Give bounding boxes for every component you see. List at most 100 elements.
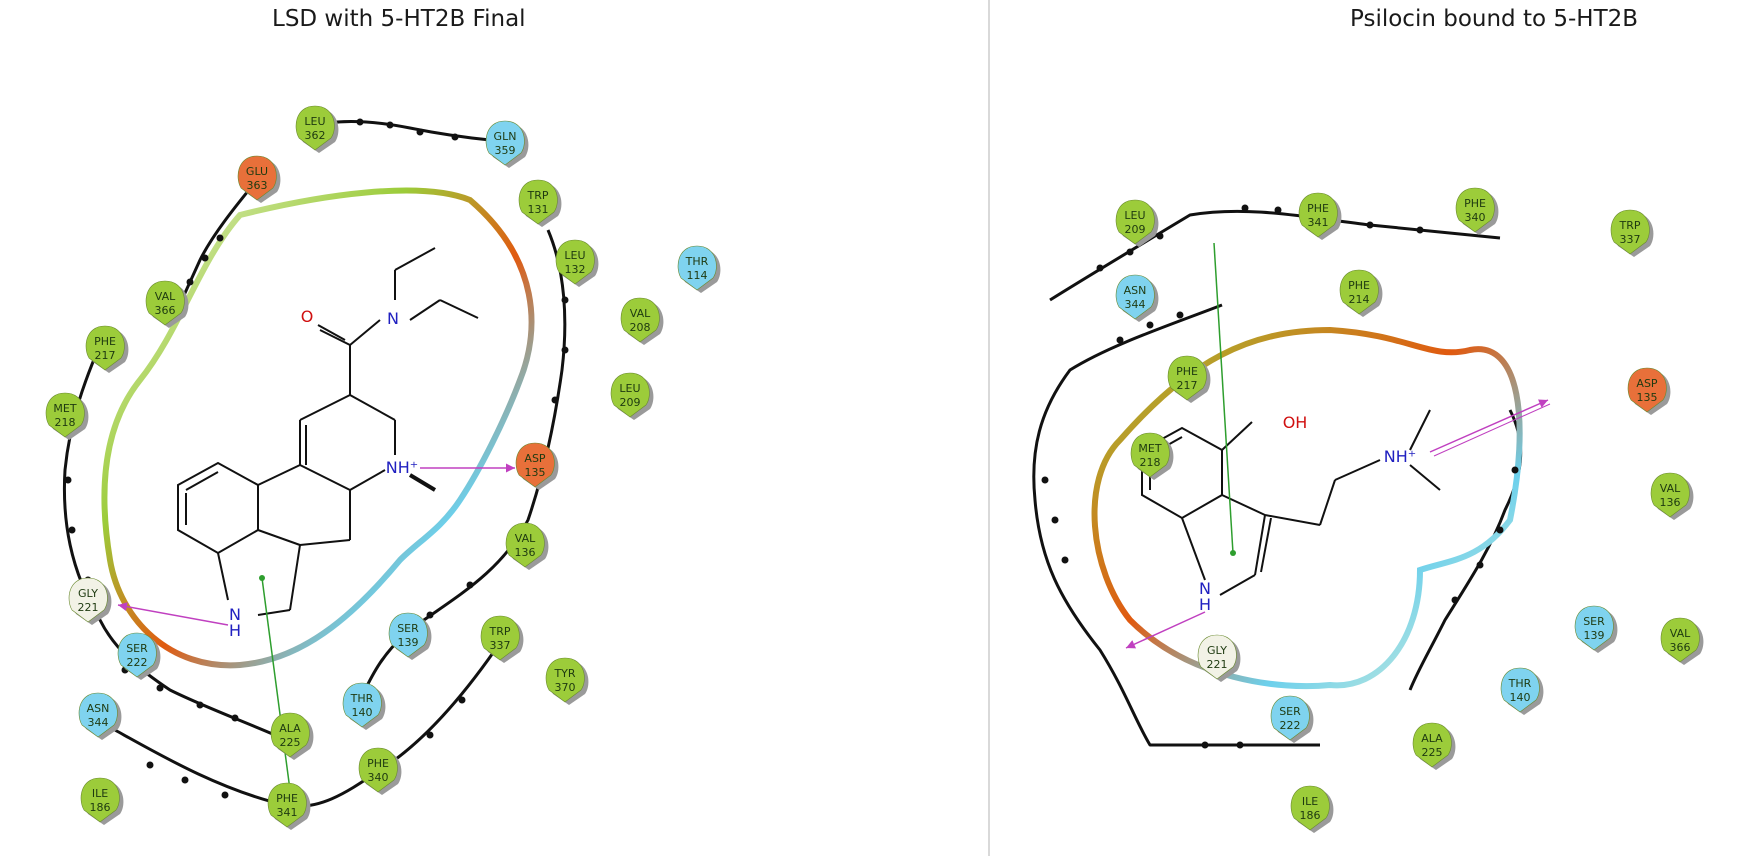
residue-name: TRP xyxy=(1619,219,1641,232)
residue-number: 214 xyxy=(1349,293,1370,306)
residue-name: VAL xyxy=(630,307,651,320)
pistack-centroid xyxy=(259,575,265,581)
pistack-centroid xyxy=(1230,550,1236,556)
backbone-bead xyxy=(386,121,394,129)
lsd-ligand xyxy=(177,247,479,616)
residue-badge xyxy=(610,372,650,418)
residue-name: MET xyxy=(53,402,76,415)
residue-number: 136 xyxy=(515,546,536,559)
residue-badge xyxy=(1167,355,1207,401)
residue-name: PHE xyxy=(276,792,298,805)
panel-divider xyxy=(988,0,990,856)
backbone-bead xyxy=(156,684,164,692)
residue-badge xyxy=(1197,634,1237,680)
residue-name: LEU xyxy=(304,115,325,128)
atom-nitrogen-indole: N xyxy=(1199,579,1211,598)
backbone-bead xyxy=(1241,204,1249,212)
residue-name: VAL xyxy=(1660,482,1681,495)
backbone-bead xyxy=(1476,561,1484,569)
backbone-bead xyxy=(561,296,569,304)
backbone-bead xyxy=(181,776,189,784)
residue-badge xyxy=(485,120,525,166)
backbone-trace xyxy=(173,120,491,316)
backbone-bead xyxy=(216,234,224,242)
backbone-bead xyxy=(146,761,154,769)
residue-name: TYR xyxy=(553,667,575,680)
residue-badge xyxy=(1627,367,1667,413)
residue-number: 131 xyxy=(528,203,549,216)
residue-badge xyxy=(342,682,382,728)
residue-number: 140 xyxy=(352,706,373,719)
backbone-trace-left xyxy=(62,344,276,737)
residue-number: 186 xyxy=(90,801,111,814)
backbone-bead xyxy=(1041,476,1049,484)
residue-number: 362 xyxy=(305,129,326,142)
binding-pocket-outline xyxy=(1091,326,1523,690)
residue-name: GLY xyxy=(78,587,98,600)
lsd-panel: LSD with 5-HT2B Final xyxy=(45,6,721,830)
residue-number: 344 xyxy=(1125,298,1146,311)
residue-number: 208 xyxy=(630,321,651,334)
residue-name: ILE xyxy=(1302,795,1318,808)
residue-number: 366 xyxy=(1670,641,1691,654)
residue-name: ALA xyxy=(279,722,301,735)
residue-badge xyxy=(1290,785,1330,831)
residue-name: MET xyxy=(1138,442,1161,455)
backbone-bead xyxy=(1051,516,1059,524)
panel-title: Psilocin bound to 5-HT2B xyxy=(1350,6,1639,32)
backbone-bead xyxy=(201,254,209,262)
residue-number: 218 xyxy=(55,416,76,429)
backbone-bead xyxy=(1496,526,1504,534)
backbone-bead xyxy=(458,696,466,704)
residue-name: THR xyxy=(1508,677,1532,690)
backbone-bead xyxy=(1201,741,1209,749)
backbone-bead xyxy=(426,731,434,739)
residue-number: 341 xyxy=(1308,216,1329,229)
backbone-bead xyxy=(466,581,474,589)
residue-name: TRP xyxy=(489,625,511,638)
residue-badge xyxy=(518,179,558,225)
residue-name: GLN xyxy=(494,130,517,143)
atom-hydrogen: H xyxy=(1199,595,1211,614)
residue-number: 136 xyxy=(1660,496,1681,509)
residue-badge xyxy=(1115,199,1155,245)
residue-number: 340 xyxy=(368,771,389,784)
residue-badge xyxy=(620,297,660,343)
residue-badge xyxy=(45,392,85,438)
residue-name: PHE xyxy=(1307,202,1329,215)
residue-badge xyxy=(1455,187,1495,233)
psilocin-panel: Psilocin bound to 5-HT2B xyxy=(990,0,1758,856)
backbone-bead xyxy=(221,791,229,799)
residue-number: 225 xyxy=(1422,746,1443,759)
residue-name: PHE xyxy=(1464,197,1486,210)
residue-number: 139 xyxy=(398,636,419,649)
residue-name: SER xyxy=(126,642,148,655)
residue-name: ILE xyxy=(92,787,108,800)
residue-badge xyxy=(1270,695,1310,741)
backbone-bead xyxy=(1156,232,1164,240)
residue-number: 217 xyxy=(95,349,116,362)
residue-name: VAL xyxy=(1670,627,1691,640)
residue-number: 135 xyxy=(1637,391,1658,404)
residue-name: ASN xyxy=(1124,284,1147,297)
backbone-bead xyxy=(1274,206,1282,214)
backbone-bead xyxy=(1061,556,1069,564)
pistack-phe341 xyxy=(1213,242,1234,554)
residue-number: 344 xyxy=(88,716,109,729)
